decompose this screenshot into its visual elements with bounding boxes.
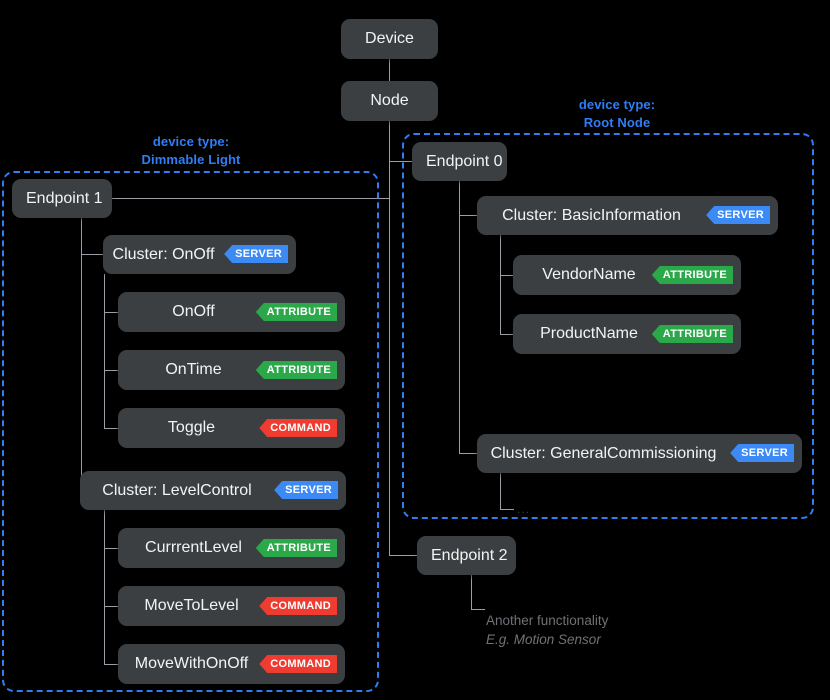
line-trunk-to-endpoint2 [389,555,417,556]
node-endpoint-2[interactable]: Endpoint 2 [417,536,516,575]
endpoint2-note: Another functionality E.g. Motion Sensor [486,592,746,668]
region-dimmable-light-label: device type: Dimmable Light [80,133,302,169]
line-endpoint0-to-basicinformation [459,215,478,216]
line-onoff-to-onoff-attr [104,312,118,313]
node-device[interactable]: Device [341,19,438,59]
badge-command: COMMAND [259,419,337,437]
region-dimmable-light-label-line2: Dimmable Light [141,152,241,167]
badge-server: SERVER [730,444,794,462]
badge-attribute: ATTRIBUTE [255,303,337,321]
line-generalcommissioning-to-ellipsis [500,509,514,510]
node-cluster-levelcontrol[interactable]: Cluster: LevelControl SERVER [80,471,346,510]
line-endpoint0-to-generalcommissioning [459,453,478,454]
node-endpoint-2-label: Endpoint 2 [431,546,508,564]
line-basicinformation-to-vendorname [500,275,514,276]
line-trunk-to-endpoint1 [112,198,390,199]
endpoint2-note-line1: Another functionality [486,613,609,628]
line-node-trunk [389,120,390,556]
node-command-toggle-label: Toggle [167,419,216,436]
node-attribute-currentlevel-label: CurrrentLevel [145,539,242,556]
badge-command: COMMAND [259,655,337,673]
badge-server: SERVER [274,481,338,499]
line-endpoint2-to-note [471,609,485,610]
node-cluster-onoff[interactable]: Cluster: OnOff SERVER [103,235,296,274]
line-endpoint1-trunk [81,218,82,494]
node-attribute-onoff-label: OnOff [172,303,215,320]
badge-command: COMMAND [259,597,337,615]
line-onoff-to-toggle-cmd [104,428,118,429]
line-endpoint0-trunk [459,181,460,453]
line-levelcontrol-to-movetolevel [104,606,118,607]
badge-server: SERVER [706,206,770,224]
node-attribute-vendorname-label: VendorName [542,266,636,283]
badge-attribute: ATTRIBUTE [255,361,337,379]
node-cluster-basicinformation[interactable]: Cluster: BasicInformation SERVER [477,196,778,235]
region-root-node-label-line2: Root Node [583,115,651,130]
node-attribute-currentlevel[interactable]: CurrrentLevel ATTRIBUTE [118,528,345,568]
node-cluster-generalcommissioning[interactable]: Cluster: GeneralCommissioning SERVER [477,434,802,473]
node-node[interactable]: Node [341,81,438,121]
line-trunk-to-endpoint0 [389,161,413,162]
line-device-to-node [389,58,390,82]
node-attribute-productname[interactable]: ProductName ATTRIBUTE [513,314,741,354]
line-basicinformation-trunk [500,235,501,334]
line-levelcontrol-trunk [104,510,105,664]
region-root-node-label: device type: Root Node [506,96,728,132]
line-basicinformation-to-productname [500,334,514,335]
generalcommissioning-ellipsis: ... [517,502,531,516]
line-onoff-trunk [104,274,105,428]
node-cluster-generalcommissioning-label: Cluster: GeneralCommissioning [490,444,717,462]
node-endpoint-1[interactable]: Endpoint 1 [12,179,112,218]
line-levelcontrol-to-movewithonoff [104,664,118,665]
node-attribute-vendorname[interactable]: VendorName ATTRIBUTE [513,255,741,295]
endpoint2-note-line2: E.g. Motion Sensor [486,632,601,647]
badge-attribute: ATTRIBUTE [651,266,733,284]
node-attribute-ontime[interactable]: OnTime ATTRIBUTE [118,350,345,390]
node-cluster-basicinformation-label: Cluster: BasicInformation [502,206,681,224]
badge-attribute: ATTRIBUTE [255,539,337,557]
badge-attribute: ATTRIBUTE [651,325,733,343]
node-attribute-ontime-label: OnTime [165,361,222,378]
node-node-label: Node [370,92,409,109]
node-cluster-onoff-label: Cluster: OnOff [112,245,215,263]
line-levelcontrol-to-currentlevel [104,548,118,549]
node-command-toggle[interactable]: Toggle COMMAND [118,408,345,448]
badge-server: SERVER [224,245,288,263]
node-endpoint-0-label: Endpoint 0 [426,152,503,170]
node-endpoint-0[interactable]: Endpoint 0 [412,142,507,181]
node-cluster-levelcontrol-label: Cluster: LevelControl [102,481,252,499]
node-command-movetolevel-label: MoveToLevel [144,597,239,614]
node-attribute-onoff[interactable]: OnOff ATTRIBUTE [118,292,345,332]
node-endpoint-1-label: Endpoint 1 [26,189,103,207]
node-command-movetolevel[interactable]: MoveToLevel COMMAND [118,586,345,626]
node-command-movewithonoff[interactable]: MoveWithOnOff COMMAND [118,644,345,684]
line-onoff-to-ontime-attr [104,370,118,371]
node-command-movewithonoff-label: MoveWithOnOff [134,655,249,672]
region-root-node-label-line1: device type: [578,97,656,112]
node-device-label: Device [365,30,414,47]
line-endpoint1-to-onoff [81,254,103,255]
region-dimmable-light-label-line1: device type: [152,134,230,149]
node-attribute-productname-label: ProductName [540,325,638,342]
line-generalcommissioning-trunk [500,473,501,509]
line-endpoint2-trunk [471,575,472,609]
